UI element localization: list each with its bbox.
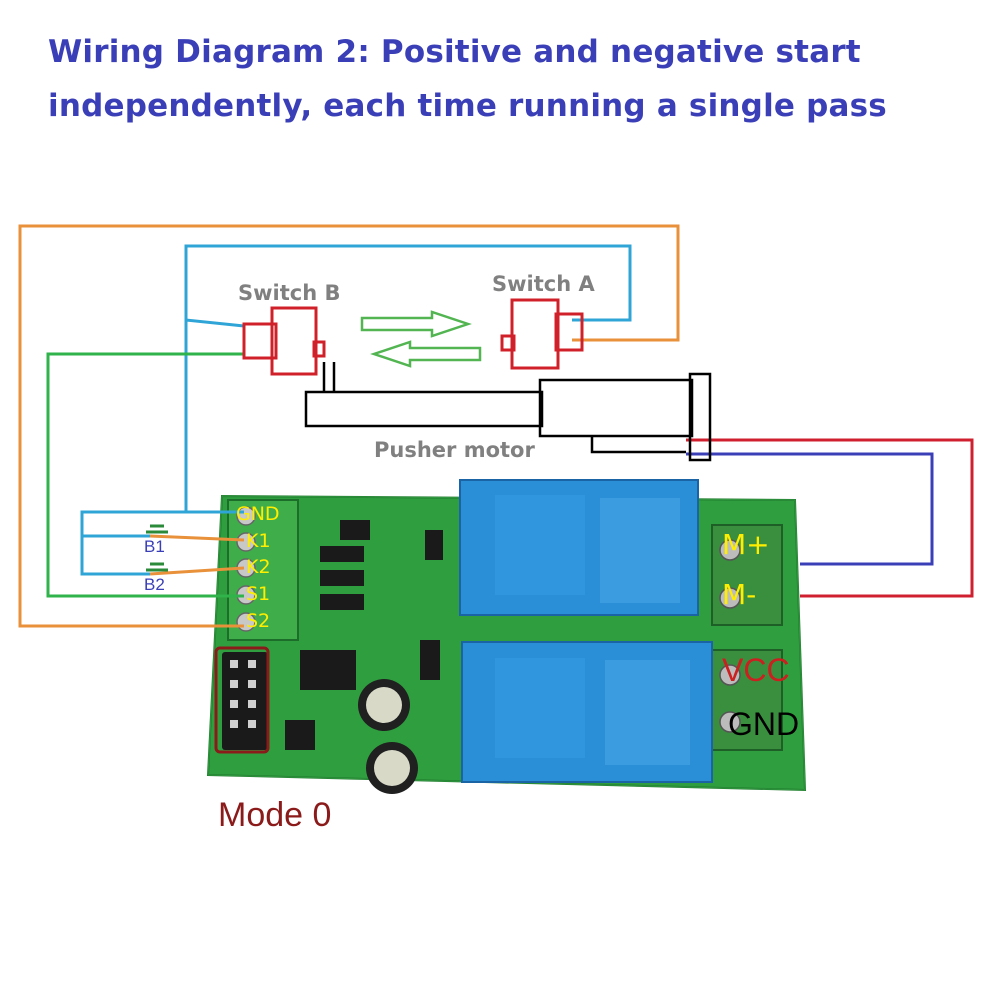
mode-label: Mode 0 (218, 796, 332, 834)
mode-highlight-box (214, 646, 270, 754)
wire-red-motor (686, 438, 974, 598)
pcb-board (206, 479, 807, 794)
wire-blue-top (184, 318, 245, 514)
wire-blue-battery (80, 510, 244, 576)
direction-arrows (360, 310, 482, 368)
diagram-title-line2: independently, each time running a singl… (48, 88, 887, 124)
wire-navy-motor (686, 452, 934, 566)
relay-2 (461, 641, 713, 783)
terminal-s2-label: S2 (246, 610, 271, 632)
terminal-m-plus-label: M+ (722, 528, 770, 561)
mode-jumper-header (222, 652, 268, 750)
wire-orange (18, 224, 680, 628)
battery-b1-label: B1 (144, 537, 165, 556)
wires (18, 224, 974, 628)
switch-b-icon (242, 306, 326, 376)
terminal-k2-label: K2 (246, 556, 271, 578)
switch-b-label: Switch B (238, 281, 341, 305)
diagram-title-line1: Wiring Diagram 2: Positive and negative … (48, 34, 861, 70)
battery-b2-label: B2 (144, 575, 165, 594)
switch-a-icon (500, 298, 584, 370)
relay-1 (459, 479, 699, 616)
pusher-motor-label: Pusher motor (374, 438, 535, 462)
terminal-k1-label: K1 (246, 530, 271, 552)
gnd-power-label: GND (728, 706, 800, 742)
wire-blue-switch-a (184, 244, 632, 322)
switch-a-label: Switch A (492, 272, 595, 296)
vcc-label: VCC (722, 652, 790, 688)
pusher-motor-icon (304, 362, 712, 462)
terminal-s1-label: S1 (246, 583, 271, 605)
arrow-left-icon (370, 340, 482, 368)
arrow-right-icon (360, 310, 472, 338)
terminal-m-minus-label: M- (722, 578, 757, 611)
terminal-gnd-label: GND (236, 503, 280, 525)
wire-green (46, 352, 244, 598)
battery-symbols (146, 524, 168, 572)
